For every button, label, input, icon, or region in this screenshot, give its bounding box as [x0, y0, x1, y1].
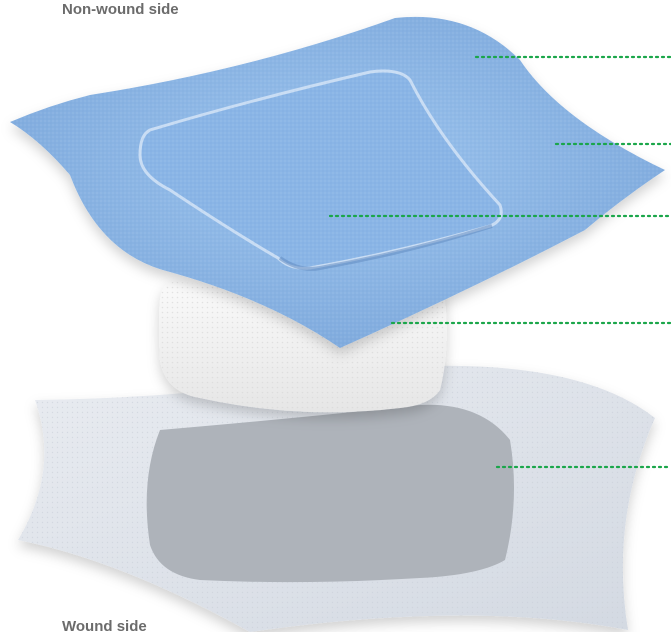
dressing-exploded-diagram	[0, 0, 671, 632]
